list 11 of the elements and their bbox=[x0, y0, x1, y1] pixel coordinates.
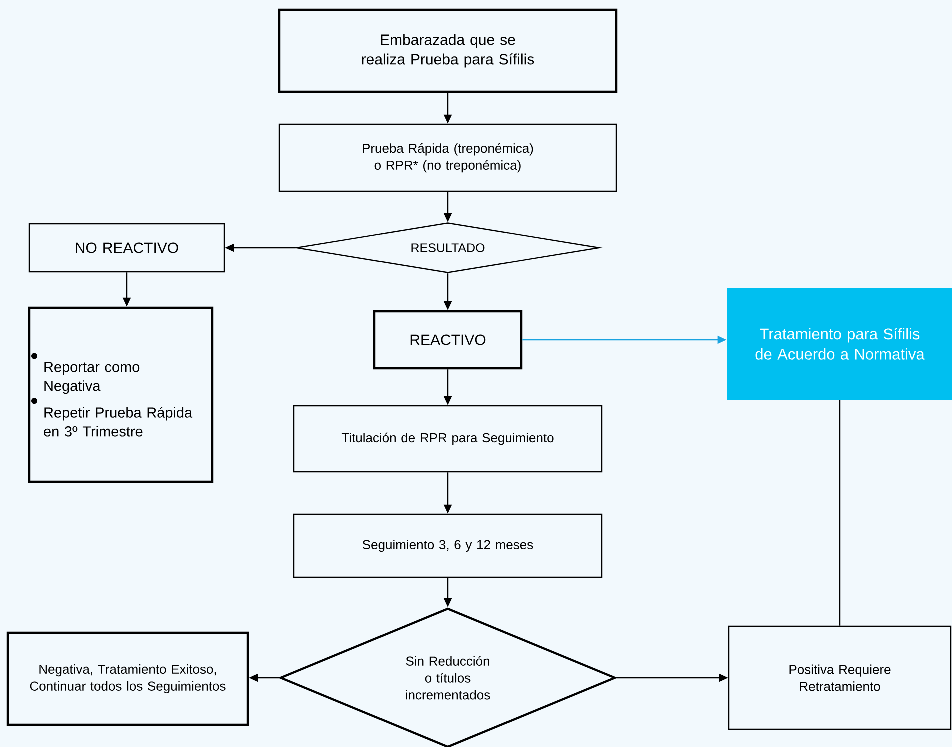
result-box: REACTIVO bbox=[373, 310, 523, 370]
process-box: Prueba Rápida (treponémica) o RPR* (no treponémica) bbox=[278, 124, 618, 192]
result-box: NO REACTIVO bbox=[28, 223, 226, 273]
process-box: Seguimiento 3, 6 y 12 meses bbox=[293, 514, 603, 578]
treatment-box: Tratamiento para Sífilis de Acuerdo a Normativa bbox=[727, 288, 952, 400]
process-box: Titulación de RPR para Seguimiento bbox=[293, 405, 603, 473]
note-box: Reportar como Negativa Repetir Prueba Rápida en 3º Trimestre bbox=[28, 306, 214, 484]
outcome-box: Positiva Requiere Retratamiento bbox=[728, 626, 952, 730]
process-box: Embarazada que se realiza Prueba para Sífilis bbox=[278, 8, 618, 94]
outcome-box: Negativa, Tratamiento Exitoso, Continuar todos los Seguimientos bbox=[6, 632, 250, 726]
connector-line bbox=[839, 400, 841, 626]
